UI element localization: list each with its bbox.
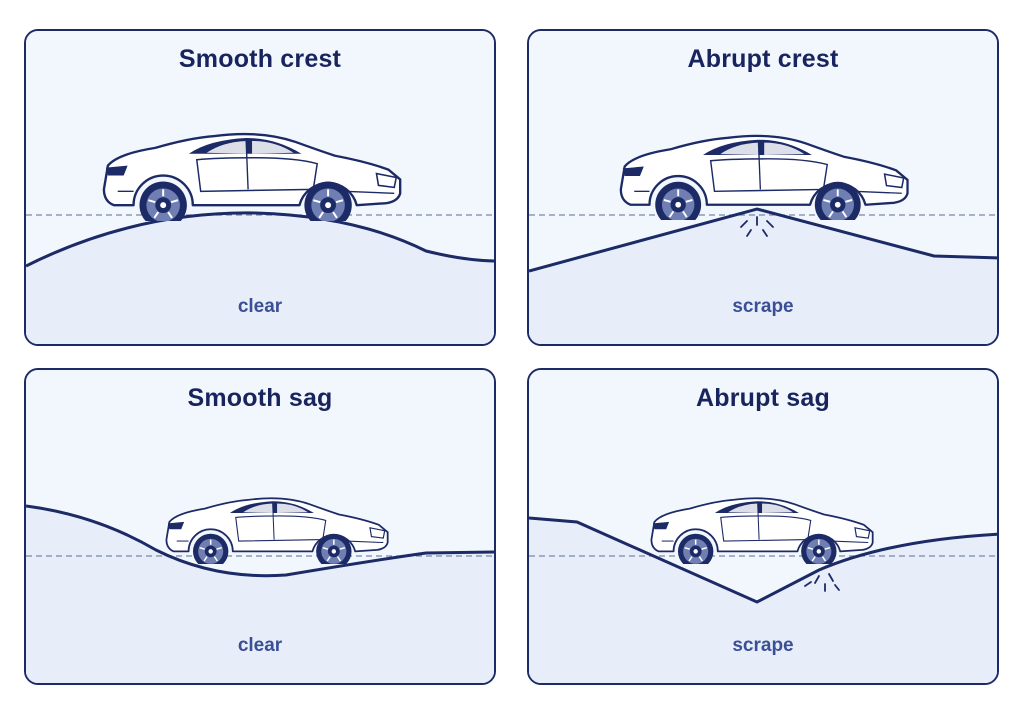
smooth-sag-illustration	[26, 370, 494, 683]
road-profile-crest	[26, 211, 494, 268]
panel-abrupt-sag: Abrupt sag scrape	[527, 368, 999, 685]
panel-smooth-crest: Smooth crest clear	[24, 29, 496, 346]
panel-title: Abrupt crest	[687, 45, 839, 73]
impact-spark-icon	[740, 216, 774, 237]
ground-fill	[26, 506, 494, 683]
smooth-crest-illustration	[26, 31, 494, 344]
impact-spark-icon	[804, 573, 840, 592]
ground-fill	[26, 212, 494, 344]
panel-abrupt-crest: Abrupt crest scrape	[527, 29, 999, 346]
panel-smooth-sag: Smooth sag clear	[24, 368, 496, 685]
panel-status-label: clear	[237, 296, 283, 317]
panel-status-label: clear	[237, 635, 283, 656]
abrupt-crest-illustration	[529, 31, 997, 344]
panel-status-label: scrape	[732, 296, 794, 317]
road-profile-abrupt-sag	[529, 516, 997, 604]
panel-status-label: scrape	[732, 635, 794, 656]
panel-title: Smooth crest	[178, 45, 342, 73]
abrupt-sag-illustration	[529, 370, 997, 683]
road-profile-abrupt-crest	[529, 207, 997, 273]
panel-title: Smooth sag	[187, 384, 333, 412]
panel-title: Abrupt sag	[696, 384, 830, 412]
road-profile-sag	[26, 504, 494, 578]
